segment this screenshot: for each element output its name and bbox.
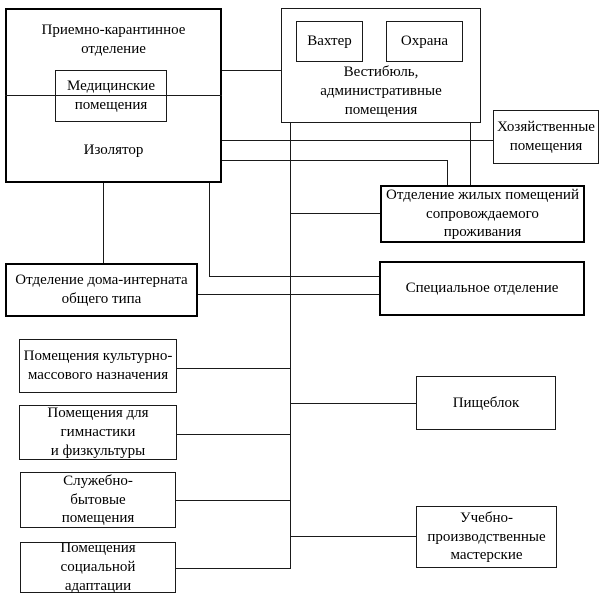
assisted-living-department-label: Отделение жилых помещений сопровождаемог… [386,186,579,241]
connector-priemno-hoz [222,140,493,141]
cultural-premises-label: Помещения культурно- массового назначени… [23,348,173,383]
connector-priemno-zhilyh-horizontal [222,160,448,161]
box-medical-rooms: Медицинские помещения [55,70,167,122]
connector-priemno-special-vertical [209,183,210,277]
connector-priemno-vestibul [222,70,281,71]
special-department-label: Специальное отделение [405,280,559,297]
box-gymnastics-premises: Помещения для гимнастики и физкультуры [19,405,177,460]
reception-division-line [5,95,222,96]
social-adaptation-premises-label: Помещения социальной адаптации [60,540,136,594]
box-service-premises: Служебно- бытовые помещения [20,472,176,528]
training-workshops-label: Учебно- производственные мастерские [427,509,546,564]
connector-spine-zhilyh [290,213,380,214]
box-security: Охрана [386,21,463,62]
doorman-label: Вахтер [307,33,352,50]
reception-quarantine-label: Приемно-карантинное отделение [41,22,186,57]
connector-spine-pishcheblok [290,403,416,404]
connector-social-spine [176,568,291,569]
connector-priemno-zhilyh-vertical [447,160,448,185]
box-household-premises: Хозяйственные помещения [493,110,599,164]
household-premises-label: Хозяйственные помещения [497,119,595,154]
security-label: Охрана [400,33,449,50]
vestibule-admin-label: Вестибюль, административные помещения [320,64,442,118]
box-special-department: Специальное отделение [379,261,585,316]
connector-spine-uchebno [290,536,416,537]
box-general-boarding-department: Отделение дома-интерната общего типа [5,263,198,317]
connector-gimnastika-spine [177,434,290,435]
central-spine [290,123,291,569]
isolator-label: Изолятор [83,142,144,158]
box-training-workshops: Учебно- производственные мастерские [416,506,557,568]
connector-doma-special [198,294,379,295]
food-block-label: Пищеблок [452,394,520,411]
connector-sluzhebno-spine [176,500,290,501]
box-assisted-living-department: Отделение жилых помещений сопровождаемог… [380,185,585,243]
connector-kultura-spine [177,368,290,369]
box-vestibule-admin [281,8,481,123]
box-social-adaptation-premises: Помещения социальной адаптации [20,540,176,594]
box-doorman: Вахтер [296,21,363,62]
box-cultural-premises: Помещения культурно- массового назначени… [19,339,177,393]
box-food-block: Пищеблок [416,376,556,430]
connector-vestibul-zhilyh [470,123,471,185]
service-premises-label: Служебно- бытовые помещения [61,472,135,527]
gymnastics-premises-label: Помещения для гимнастики и физкультуры [47,405,149,459]
general-boarding-department-label: Отделение дома-интерната общего типа [15,272,188,307]
medical-rooms-label: Медицинские помещения [67,78,155,113]
connector-priemno-doma [103,183,104,263]
connector-priemno-special-horizontal [209,276,379,277]
